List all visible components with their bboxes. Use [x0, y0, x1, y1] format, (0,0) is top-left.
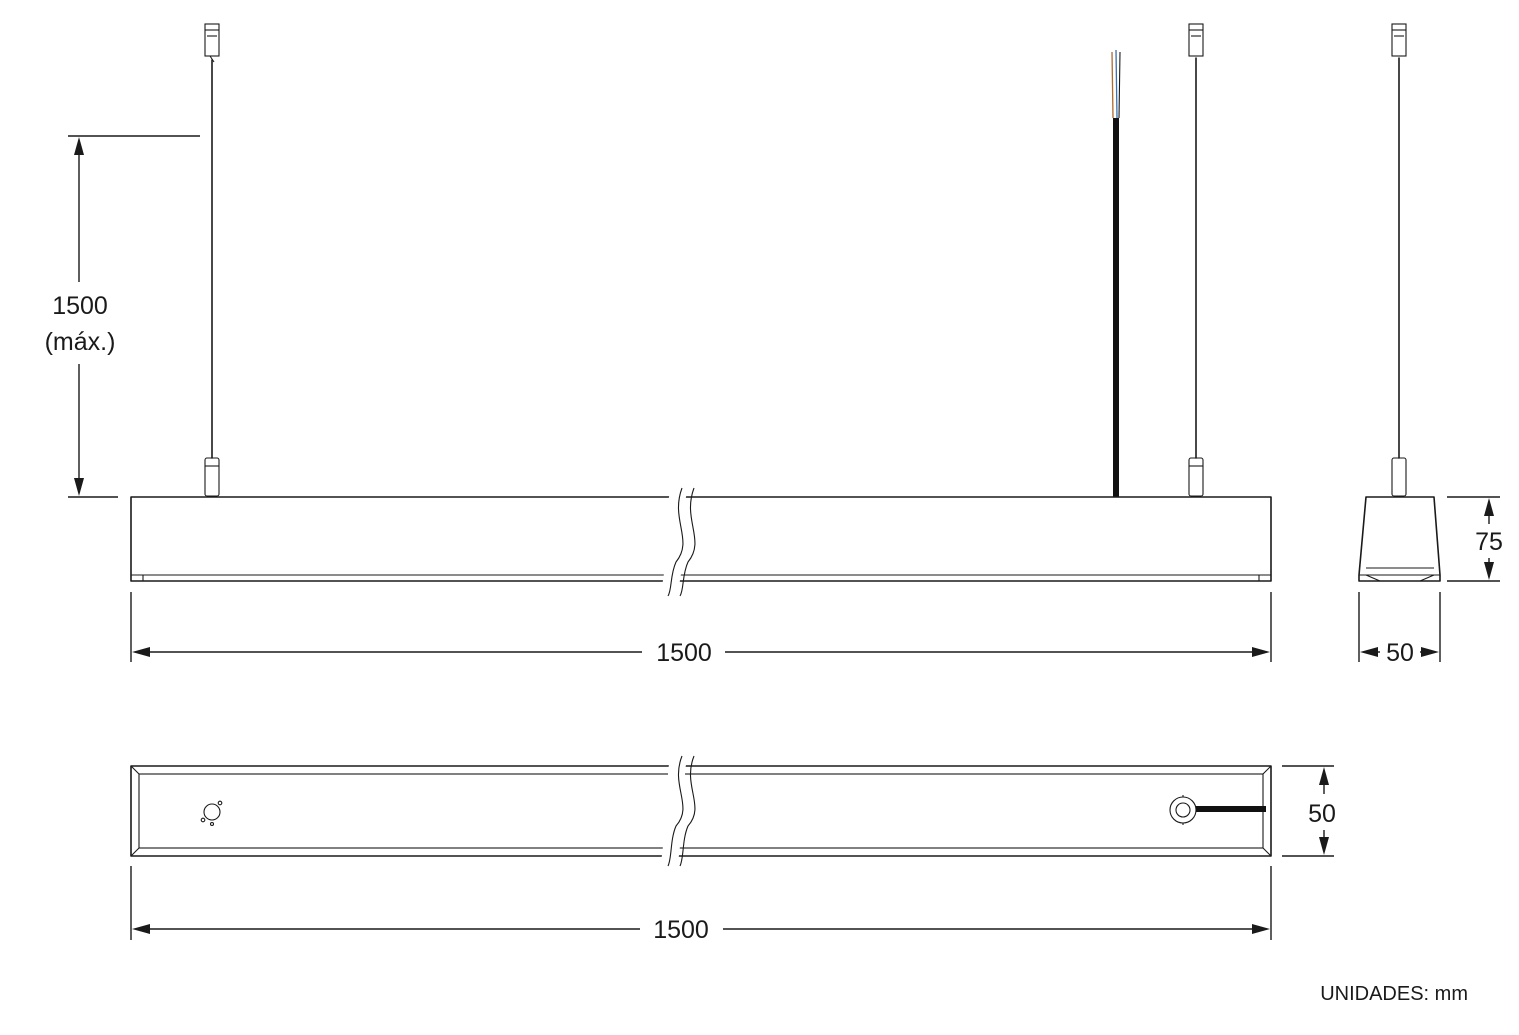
suspension-height-dimension: [68, 135, 200, 498]
break-symbol-top: [659, 755, 696, 867]
top-length-dimension: [130, 866, 1272, 940]
top-width-dimension: [1282, 765, 1334, 857]
power-cable: [1111, 49, 1121, 497]
front-length-value: 1500: [656, 639, 712, 667]
right-mount-point: [1169, 795, 1266, 825]
fixture-body-front: [130, 496, 1272, 582]
suspension-height-value: 1500: [52, 292, 108, 320]
front-length-dimension: [130, 592, 1272, 662]
fixture-body-top: [130, 765, 1272, 857]
units-note: UNIDADES: mm: [1320, 983, 1468, 1005]
fixture-profile: [1358, 496, 1441, 582]
top-length-value: 1500: [653, 916, 709, 944]
front-view: 1500 (máx.) 1500: [45, 23, 1272, 667]
side-height-value: 75: [1475, 528, 1503, 556]
left-suspension-wire: [204, 23, 220, 497]
top-view: 50 1500: [130, 755, 1336, 944]
side-height-dimension: [1447, 496, 1500, 582]
left-mount-point: [200, 800, 223, 827]
suspension-height-qualifier: (máx.): [45, 328, 116, 356]
side-view: 75 50: [1358, 23, 1503, 667]
side-suspension-wire: [1391, 23, 1407, 497]
side-width-dimension: [1358, 592, 1441, 662]
break-symbol-front: [659, 487, 696, 597]
right-suspension-wire: [1188, 23, 1204, 497]
top-width-value: 50: [1308, 800, 1336, 828]
side-width-value: 50: [1386, 639, 1414, 667]
